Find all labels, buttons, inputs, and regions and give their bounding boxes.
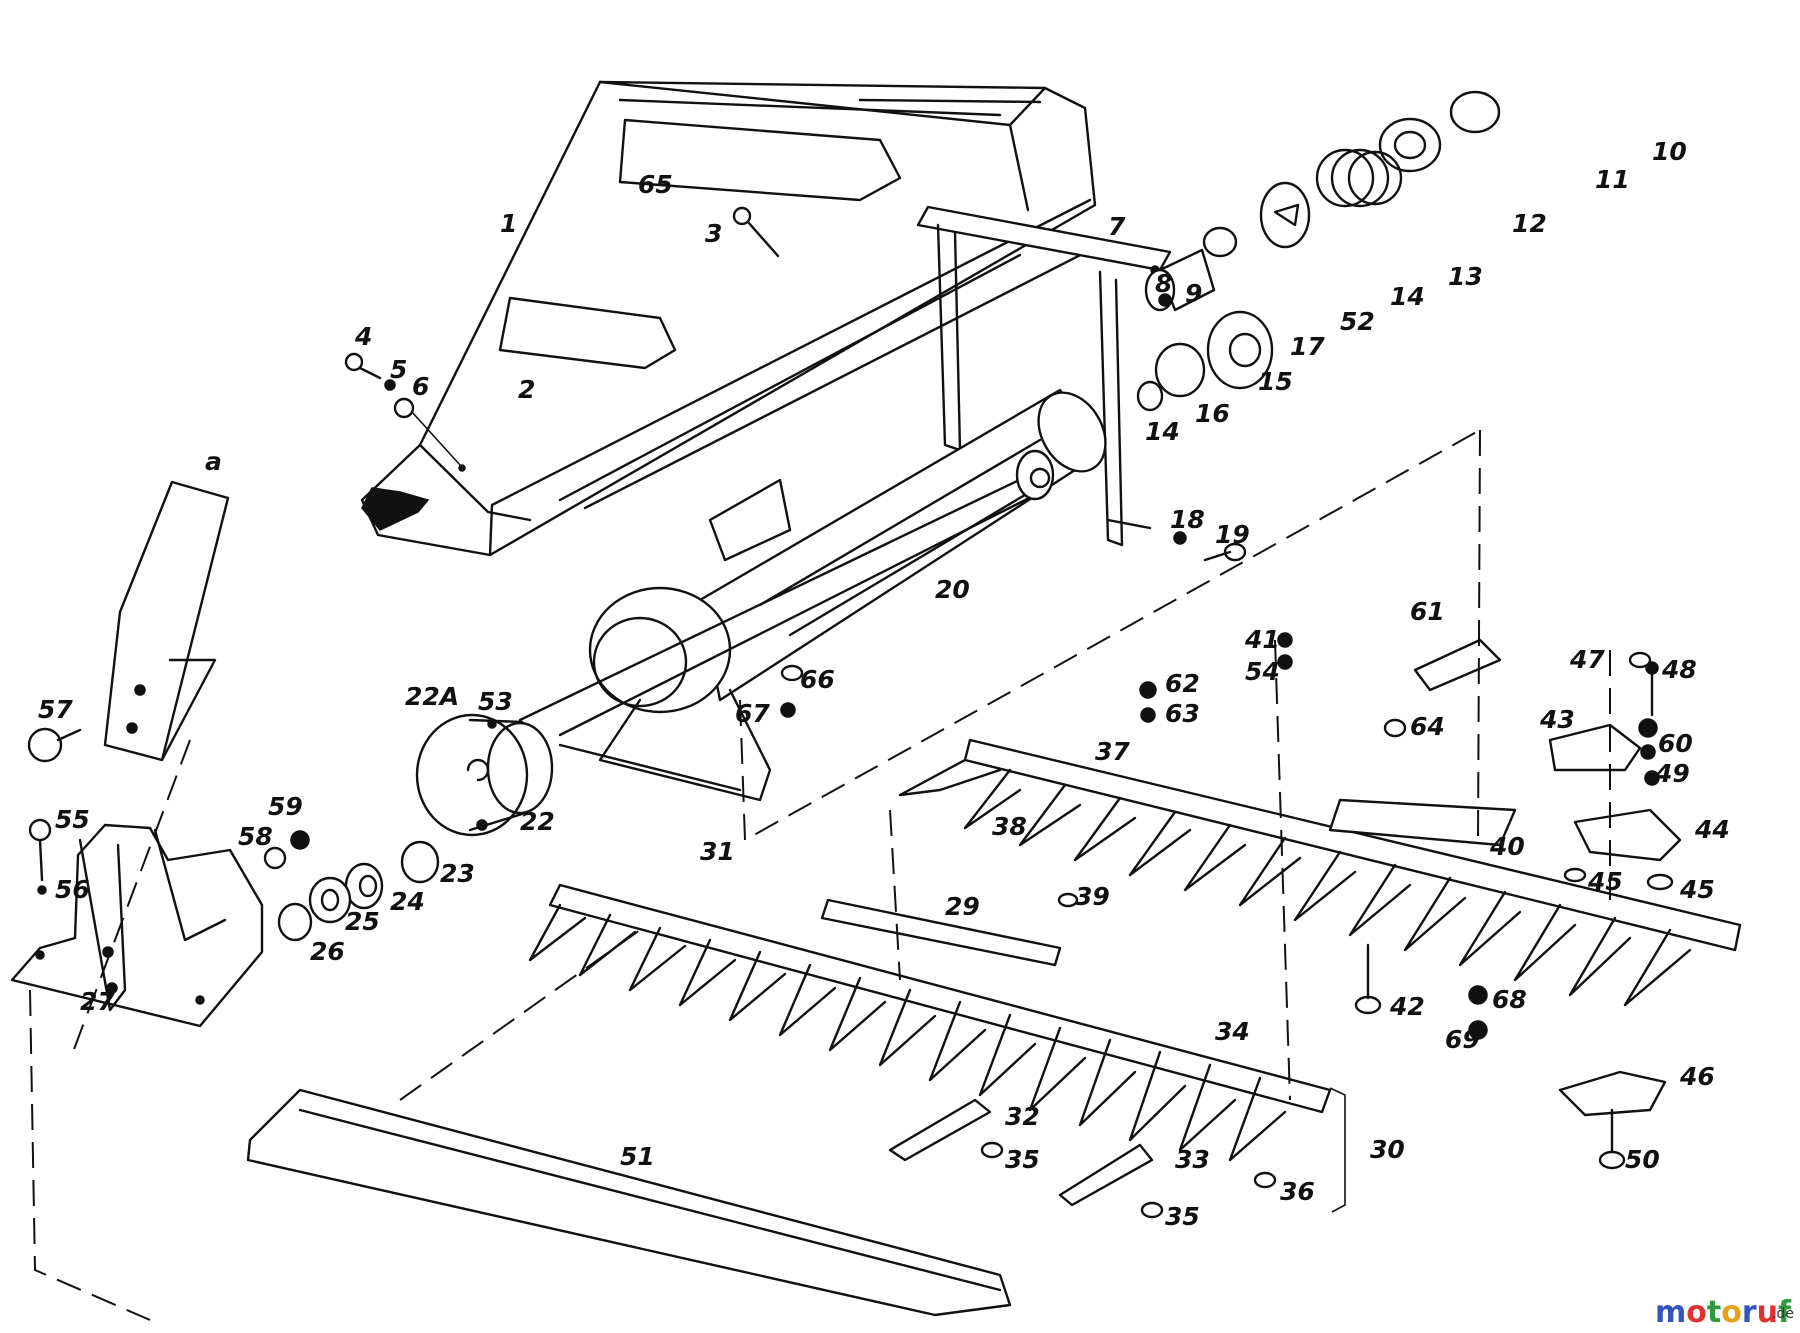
label-66: 66 — [800, 665, 835, 694]
label-6: 6 — [412, 372, 429, 401]
label-47: 47 — [1569, 645, 1605, 674]
label-13: 13 — [1448, 262, 1483, 291]
wm-letter-5: r — [1742, 1295, 1757, 1330]
label-35-lower: 35 — [1165, 1202, 1200, 1231]
label-68: 68 — [1492, 985, 1527, 1014]
label-30: 30 — [1370, 1135, 1405, 1164]
label-29: 29 — [945, 892, 980, 921]
label-12: 12 — [1512, 209, 1547, 238]
label-59: 59 — [268, 792, 303, 821]
part-labels: 65 1 3 2 4 5 6 a 57 55 56 27 58 59 22A 5… — [38, 137, 1730, 1231]
label-27: 27 — [80, 987, 115, 1016]
label-44: 44 — [1694, 815, 1730, 844]
label-61: 61 — [1410, 597, 1445, 626]
wm-letter-2: o — [1686, 1295, 1707, 1330]
label-7: 7 — [1108, 212, 1126, 241]
label-43: 43 — [1539, 705, 1575, 734]
watermark-logo: motoruf .de — [1655, 1295, 1794, 1330]
label-4: 4 — [354, 322, 372, 351]
label-65: 65 — [638, 170, 673, 199]
label-45-left: 45 — [1587, 867, 1623, 896]
label-33: 33 — [1175, 1145, 1210, 1174]
label-57: 57 — [38, 695, 73, 724]
label-36: 36 — [1280, 1177, 1315, 1206]
label-8: 8 — [1155, 269, 1172, 298]
label-31: 31 — [700, 837, 735, 866]
knife-guards — [888, 723, 1682, 1207]
label-67: 67 — [735, 699, 770, 728]
label-11: 11 — [1595, 165, 1630, 194]
label-a: a — [205, 447, 222, 476]
label-46: 46 — [1679, 1062, 1715, 1091]
label-39: 39 — [1075, 882, 1110, 911]
label-34: 34 — [1215, 1017, 1250, 1046]
label-62: 62 — [1165, 669, 1200, 698]
wm-letter-3: t — [1707, 1295, 1721, 1330]
label-58: 58 — [238, 822, 273, 851]
label-26: 26 — [310, 937, 345, 966]
wm-letter-6: u — [1757, 1295, 1778, 1330]
label-10: 10 — [1652, 137, 1687, 166]
shaft-parts — [1136, 90, 1501, 562]
left-stand — [10, 480, 310, 1028]
wm-suffix: .de — [1772, 1306, 1794, 1322]
label-42: 42 — [1389, 992, 1425, 1021]
label-18: 18 — [1170, 505, 1205, 534]
label-35-upper: 35 — [1005, 1145, 1040, 1174]
label-56: 56 — [55, 875, 90, 904]
label-50: 50 — [1625, 1145, 1660, 1174]
label-37: 37 — [1095, 737, 1130, 766]
label-3: 3 — [705, 219, 722, 248]
label-9: 9 — [1185, 279, 1202, 308]
label-41: 41 — [1244, 625, 1280, 654]
label-54: 54 — [1245, 657, 1280, 686]
label-23: 23 — [440, 859, 475, 888]
housing-cover — [360, 80, 1102, 557]
label-53: 53 — [478, 687, 513, 716]
label-14-upper: 14 — [1390, 282, 1425, 311]
label-25: 25 — [345, 907, 380, 936]
label-45-right: 45 — [1679, 875, 1715, 904]
label-16: 16 — [1195, 399, 1230, 428]
label-20: 20 — [935, 575, 970, 604]
label-49: 49 — [1654, 759, 1690, 788]
label-55: 55 — [55, 805, 90, 834]
cover-strip — [246, 1088, 1012, 1317]
label-40: 40 — [1489, 832, 1525, 861]
label-51: 51 — [620, 1142, 655, 1171]
label-15: 15 — [1258, 367, 1293, 396]
label-14-lower: 14 — [1145, 417, 1180, 446]
label-22A: 22A — [405, 682, 459, 711]
drive-tube — [518, 388, 1107, 802]
wm-letter-7: f — [1778, 1295, 1792, 1330]
wm-letter-4: o — [1721, 1295, 1742, 1330]
label-22: 22 — [520, 807, 555, 836]
svg-text:motoruf: motoruf — [1655, 1295, 1792, 1330]
label-52: 52 — [1340, 307, 1375, 336]
label-17: 17 — [1290, 332, 1325, 361]
bracket-30 — [1329, 1087, 1346, 1213]
label-48: 48 — [1661, 655, 1697, 684]
label-1: 1 — [500, 209, 517, 238]
fasteners — [780, 632, 1674, 1219]
label-32: 32 — [1005, 1102, 1040, 1131]
label-24: 24 — [390, 887, 425, 916]
label-2: 2 — [518, 375, 535, 404]
label-19: 19 — [1215, 520, 1250, 549]
assembly-lines — [29, 429, 1611, 1321]
bolt-parts-3-to-6 — [344, 206, 780, 472]
label-60: 60 — [1658, 729, 1693, 758]
pulley-group — [277, 713, 554, 942]
label-63: 63 — [1165, 699, 1200, 728]
label-64: 64 — [1410, 712, 1445, 741]
upper-knife-bar — [898, 738, 1742, 1007]
label-5: 5 — [390, 355, 407, 384]
label-38: 38 — [992, 812, 1027, 841]
wm-letter-1: m — [1655, 1295, 1686, 1330]
lower-knife-bar — [528, 883, 1332, 1162]
